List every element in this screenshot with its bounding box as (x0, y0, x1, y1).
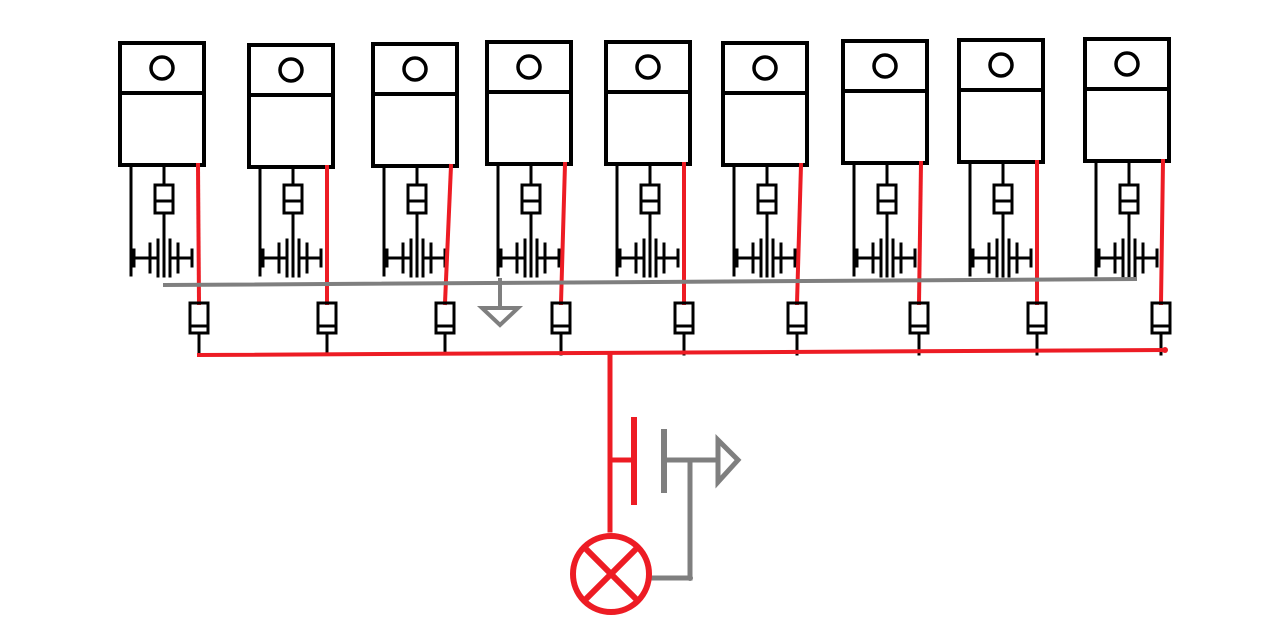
regulator-body (721, 91, 809, 167)
regulator-array (118, 37, 1172, 356)
battery-icon (498, 238, 561, 278)
mounting-hole-icon (402, 56, 428, 82)
battery-icon (734, 238, 797, 278)
mounting-hole-icon (988, 52, 1014, 78)
regulator-4 (485, 40, 573, 356)
bus-node (1162, 347, 1168, 353)
lamp-icon (570, 533, 652, 615)
mounting-hole-icon (516, 54, 542, 80)
lamp-circuit (570, 351, 742, 615)
regulator-6 (721, 41, 809, 356)
mounting-hole-icon (752, 55, 778, 81)
regulator-body (957, 88, 1045, 164)
battery-icon (131, 238, 194, 278)
output-wire (1158, 158, 1166, 306)
lamp-circle (570, 533, 652, 615)
mounting-hole-icon (278, 57, 304, 83)
battery-icon (1096, 238, 1159, 278)
regulator-body (118, 91, 206, 167)
regulator-body (1083, 87, 1171, 163)
regulator-1 (118, 41, 210, 356)
gray-common-wire (162, 276, 1138, 288)
regulator-body (371, 92, 459, 168)
arrow-icon (715, 433, 742, 489)
regulator-body (604, 90, 692, 166)
regulator-body (841, 89, 929, 165)
regulator-body (247, 93, 335, 169)
bus-wiring (162, 276, 1168, 358)
output-wire (195, 162, 202, 306)
regulator-2 (247, 43, 338, 356)
battery-icon (854, 238, 917, 278)
ground-icon (476, 278, 524, 328)
regulator-5 (604, 40, 695, 356)
output-wire (558, 161, 568, 306)
mounting-hole-icon (635, 54, 661, 80)
mounting-hole-icon (149, 55, 175, 81)
regulator-7 (841, 39, 930, 356)
battery-icon (617, 238, 680, 278)
battery-icon (260, 238, 323, 278)
lamp-cross (580, 543, 642, 605)
mounting-hole-icon (1114, 51, 1140, 77)
output-wire (442, 163, 454, 306)
red-bus-wire (196, 347, 1168, 358)
ground-triangle (476, 306, 524, 328)
battery-icon (970, 238, 1033, 278)
mounting-hole-icon (872, 53, 898, 79)
regulator-9 (1083, 37, 1172, 356)
regulator-body (485, 90, 573, 166)
gray-node (687, 575, 693, 581)
regulator-3 (371, 42, 459, 356)
